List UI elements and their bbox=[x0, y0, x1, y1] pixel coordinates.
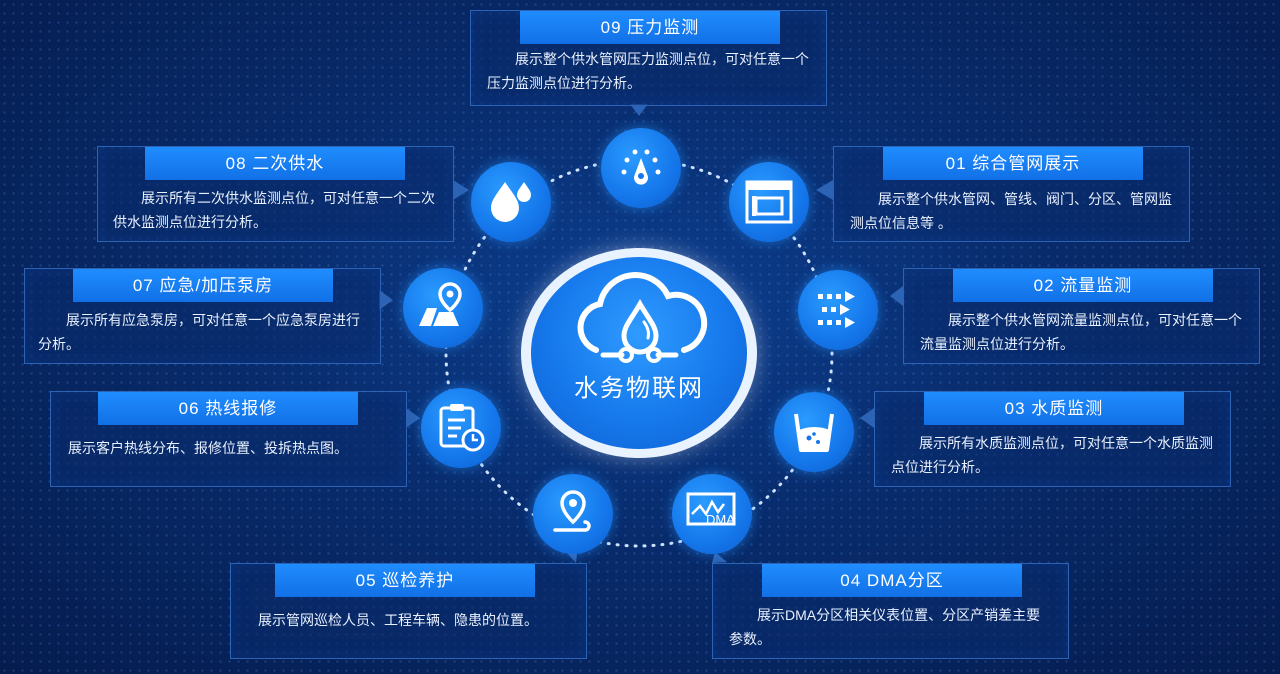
card-title-09: 09 压力监测 bbox=[520, 11, 780, 44]
card-desc-06: 展示客户热线分布、报修位置、投拆热点图。 bbox=[68, 440, 348, 456]
node-pump[interactable] bbox=[403, 268, 483, 348]
node-hotline[interactable] bbox=[421, 388, 501, 468]
card-desc-07: 展示所有应急泵房，可对任意一个应急泵房进行分析。 bbox=[38, 312, 360, 352]
pointer-01 bbox=[816, 180, 833, 200]
card-desc-02: 展示整个供水管网流量监测点位，可对任意一个流量监测点位进行分析。 bbox=[920, 312, 1242, 352]
pointer-02 bbox=[890, 286, 903, 306]
node-secondary-supply[interactable] bbox=[471, 162, 551, 242]
node-inspection[interactable] bbox=[533, 474, 613, 554]
pointer-03 bbox=[860, 408, 874, 428]
flow-arrows-icon bbox=[818, 291, 855, 328]
clipboard-clock-icon bbox=[439, 404, 485, 452]
pointer-09 bbox=[630, 104, 648, 116]
card-desc-09: 展示整个供水管网压力监测点位，可对任意一个压力监测点位进行分析。 bbox=[487, 51, 809, 91]
center-label: 水务物联网 bbox=[574, 375, 704, 402]
pointer-08 bbox=[453, 180, 469, 200]
pointer-06 bbox=[406, 408, 420, 428]
card-desc-08: 展示所有二次供水监测点位，可对任意一个二次供水监测点位进行分析。 bbox=[113, 190, 435, 230]
node-network[interactable] bbox=[729, 162, 809, 242]
node-pressure[interactable] bbox=[601, 128, 681, 208]
dma-monitor-icon: DMA bbox=[686, 492, 736, 527]
card-desc-04: 展示DMA分区相关仪表位置、分区产销差主要参数。 bbox=[729, 607, 1041, 647]
node-dma[interactable]: DMA bbox=[672, 474, 752, 554]
card-title-07: 07 应急/加压泵房 bbox=[73, 269, 333, 302]
card-desc-05: 展示管网巡检人员、工程车辆、隐患的位置。 bbox=[258, 612, 538, 628]
card-title-08: 08 二次供水 bbox=[145, 147, 405, 180]
card-title-02: 02 流量监测 bbox=[953, 269, 1213, 302]
card-desc-01: 展示整个供水管网、管线、阀门、分区、管网监测点位信息等 。 bbox=[850, 191, 1172, 231]
pointer-04 bbox=[712, 552, 727, 563]
card-title-03: 03 水质监测 bbox=[924, 392, 1184, 425]
dma-text: DMA bbox=[706, 512, 735, 527]
gauge-icon bbox=[621, 149, 661, 185]
water-drops-icon bbox=[491, 182, 531, 222]
node-flow[interactable] bbox=[798, 270, 878, 350]
water-beaker-icon bbox=[794, 413, 834, 452]
browser-window-icon bbox=[745, 180, 793, 224]
location-route-icon bbox=[553, 490, 591, 532]
card-title-04: 04 DMA分区 bbox=[762, 564, 1022, 597]
node-quality[interactable] bbox=[774, 392, 854, 472]
card-title-06: 06 热线报修 bbox=[98, 392, 358, 425]
pointer-07 bbox=[379, 290, 393, 310]
map-pin-icon bbox=[419, 282, 462, 326]
card-desc-03: 展示所有水质监测点位，可对任意一个水质监测点位进行分析。 bbox=[891, 435, 1213, 475]
card-title-01: 01 综合管网展示 bbox=[883, 147, 1143, 180]
card-title-05: 05 巡检养护 bbox=[275, 564, 535, 597]
